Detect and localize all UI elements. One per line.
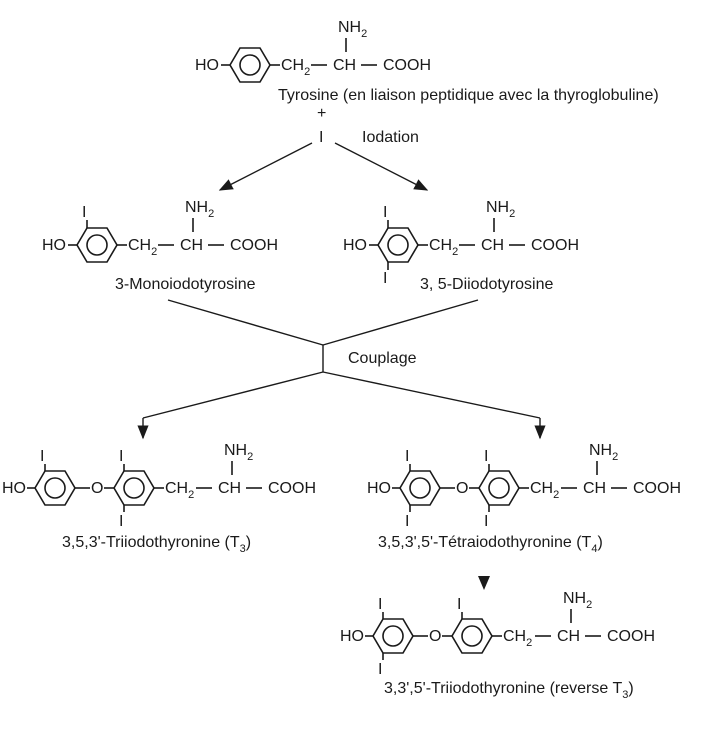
t3-caption: 3,5,3'-Triiodothyronine (T3) [62, 534, 251, 555]
t4-structure: HO I I O I I CH2 CH COOH NH2 [367, 442, 681, 530]
rt3-structure: HO I I O I CH2 CH COOH NH2 [340, 590, 655, 678]
svg-text:NH2: NH2 [563, 590, 592, 611]
svg-text:COOH: COOH [268, 480, 316, 497]
tyrosine-caption: Tyrosine (en liaison peptidique avec la … [278, 87, 659, 104]
arrow-to-dit [334, 142, 429, 191]
svg-text:CH: CH [218, 480, 241, 497]
iodine-3prime: I [40, 448, 44, 465]
iodine-5: I [484, 513, 488, 530]
t4-caption: 3,5,3',5'-Tétraiodothyronine (T4) [378, 534, 603, 555]
rt3-caption: 3,3',5'-Triiodothyronine (reverse T3) [384, 680, 634, 701]
svg-text:NH2: NH2 [589, 442, 618, 463]
iodine-3: I [383, 204, 387, 221]
benzene-ring [377, 227, 419, 263]
couplage-label: Couplage [348, 350, 417, 367]
coupling-lines [137, 299, 546, 440]
tyrosyl-ring [478, 470, 520, 506]
tyrosyl-ring [451, 618, 493, 654]
svg-text:CH: CH [583, 480, 606, 497]
iodine-5: I [383, 270, 387, 287]
tyrosyl-ring [113, 470, 155, 506]
svg-text:CH2: CH2 [530, 480, 559, 501]
plus-sign: + [317, 105, 326, 122]
iodine-reagent: I [319, 129, 323, 146]
iodine-3: I [457, 596, 461, 613]
svg-text:HO: HO [343, 237, 367, 254]
svg-text:CH: CH [180, 237, 203, 254]
iodine-5prime: I [405, 513, 409, 530]
iodation-label: Iodation [362, 129, 419, 146]
svg-text:CH2: CH2 [281, 57, 310, 78]
tyrosine-structure: HO CH2 CH COOH NH2 [195, 19, 431, 83]
svg-text:CH2: CH2 [165, 480, 194, 501]
iodine-3prime: I [405, 448, 409, 465]
carboxyl-group: COOH [383, 57, 431, 74]
phenol-ring [372, 618, 414, 654]
dit-structure: HO I I CH2 CH COOH NH2 [343, 199, 579, 287]
svg-text:HO: HO [42, 237, 66, 254]
svg-text:NH2: NH2 [224, 442, 253, 463]
conversion-arrowhead [478, 576, 490, 590]
alpha-carbon: CH [333, 57, 356, 74]
svg-text:HO: HO [367, 480, 391, 497]
arrow-to-mit [218, 142, 313, 191]
svg-text:COOH: COOH [531, 237, 579, 254]
hydroxyl-group: HO [195, 57, 219, 74]
benzene-ring [76, 227, 118, 263]
svg-text:COOH: COOH [230, 237, 278, 254]
svg-text:NH2: NH2 [185, 199, 214, 220]
svg-text:NH2: NH2 [486, 199, 515, 220]
phenol-ring [34, 470, 76, 506]
iodine-3: I [82, 204, 86, 221]
svg-text:HO: HO [340, 628, 364, 645]
svg-text:COOH: COOH [607, 628, 655, 645]
iodine-5prime: I [378, 661, 382, 678]
svg-text:CH2: CH2 [128, 237, 157, 258]
mit-structure: HO I CH2 CH COOH NH2 [42, 199, 278, 263]
iodine-3: I [484, 448, 488, 465]
svg-text:CH2: CH2 [503, 628, 532, 649]
mit-caption: 3-Monoiodotyrosine [115, 276, 256, 293]
amino-group: NH2 [338, 19, 367, 40]
phenol-ring [399, 470, 441, 506]
iodine-3: I [119, 448, 123, 465]
benzene-ring [229, 47, 271, 83]
ether-oxygen: O [456, 480, 468, 497]
ether-oxygen: O [91, 480, 103, 497]
svg-text:CH: CH [481, 237, 504, 254]
t3-structure: HO I O I I CH2 CH COOH NH2 [2, 442, 316, 530]
ether-oxygen: O [429, 628, 441, 645]
svg-text:COOH: COOH [633, 480, 681, 497]
iodine-5: I [119, 513, 123, 530]
svg-text:CH: CH [557, 628, 580, 645]
svg-text:CH2: CH2 [429, 237, 458, 258]
svg-text:HO: HO [2, 480, 26, 497]
iodine-3prime: I [378, 596, 382, 613]
dit-caption: 3, 5-Diiodotyrosine [420, 276, 554, 293]
